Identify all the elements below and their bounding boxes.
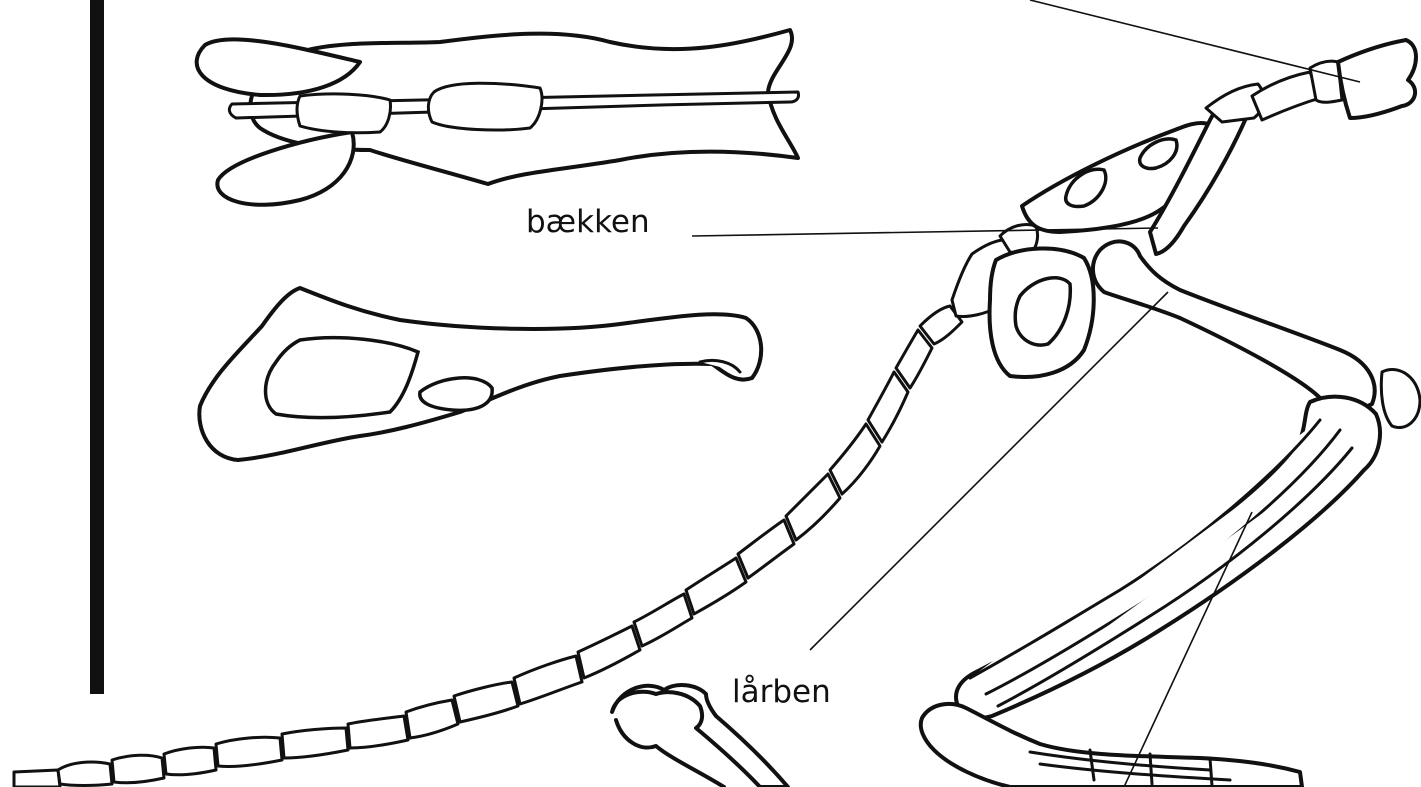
leader-line-top	[1030, 0, 1360, 82]
femur-label: lårben	[732, 674, 831, 710]
divider-bar	[90, 0, 104, 694]
pelvis-lateral-view	[199, 288, 761, 460]
pelvis-label: bækken	[526, 204, 650, 240]
tibia-fibula	[956, 397, 1380, 718]
pelvis-dorsal-view	[197, 30, 799, 205]
foot-bones	[921, 704, 1302, 787]
leader-line-pelvis	[692, 228, 1158, 236]
femur-bone	[1093, 241, 1420, 427]
